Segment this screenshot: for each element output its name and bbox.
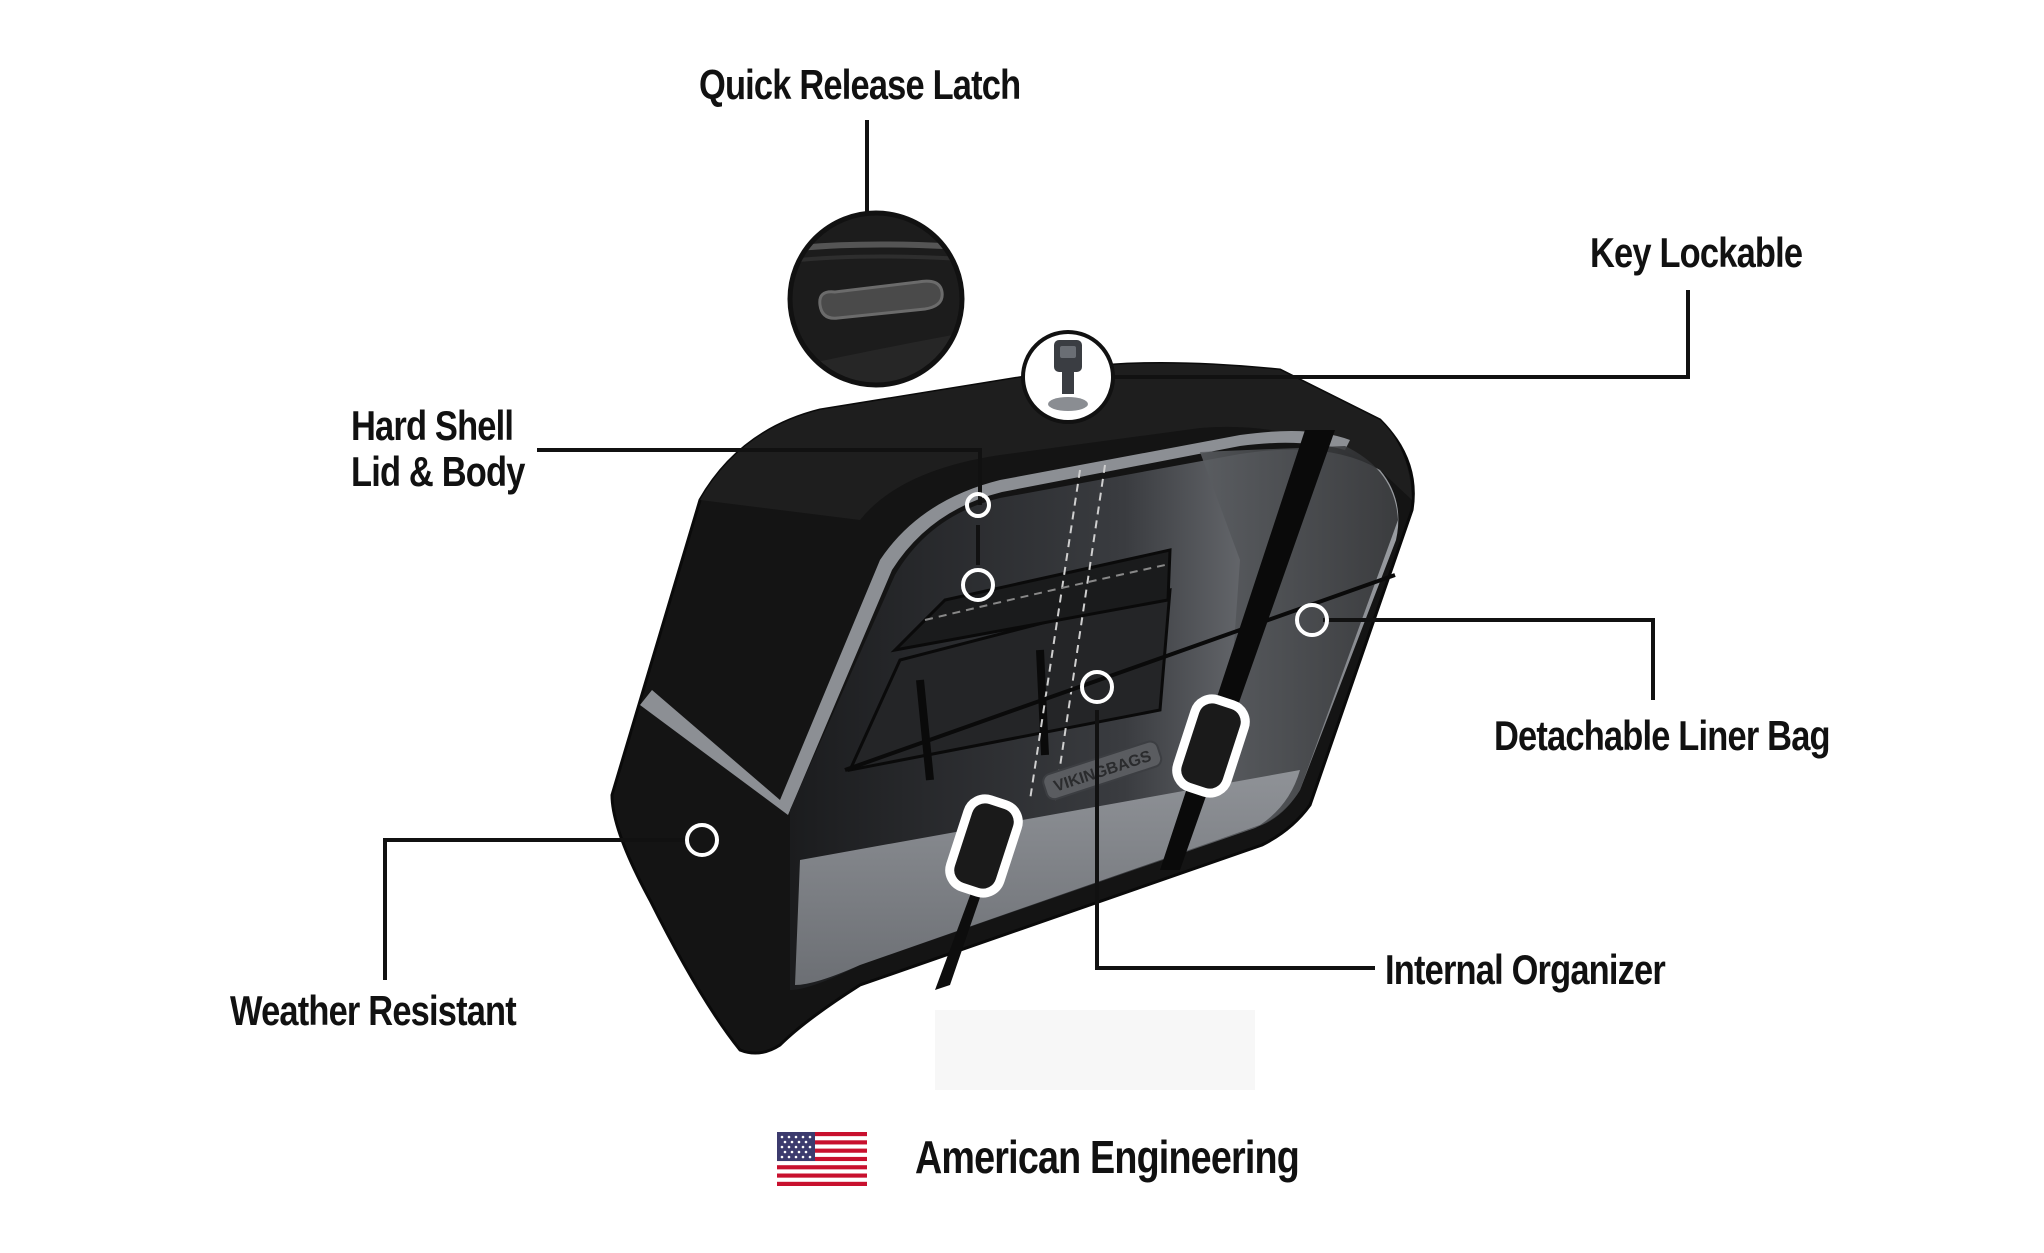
leader-weather [383,838,690,980]
us-flag-icon [777,1132,867,1186]
saddlebag-icon: VIKINGBAGS [610,361,1415,1090]
label-hard-shell: Hard Shell Lid & Body [351,402,525,496]
leader-liner [1323,618,1655,700]
label-weather-resistant: Weather Resistant [230,987,517,1034]
organizer-divider [1036,649,1049,756]
leader-organizer [1095,710,1375,970]
latch-detail-icon [787,210,965,388]
leader-key [1110,290,1690,379]
key-lock-icon [1021,330,1115,424]
bag-shadow [935,1010,1255,1090]
organizer-top [890,548,1172,653]
callout-dot-shell-upper [965,492,991,518]
label-hard-shell-line1: Hard Shell [351,402,514,449]
callout-dot-shell-lower [961,568,995,602]
organizer-divider [916,679,934,781]
bag-side-panel [1200,446,1398,840]
label-detachable-liner-bag: Detachable Liner Bag [1494,712,1831,759]
bag-lid [700,363,1412,520]
bag-floor [795,770,1300,985]
label-american-engineering: American Engineering [915,1131,1300,1183]
buckle-left [945,794,1023,898]
label-key-lockable: Key Lockable [1590,229,1803,276]
organizer-panel [847,588,1172,773]
leader-shell [537,448,982,505]
buckle-right [1172,694,1250,798]
callout-dot-weather [685,823,719,857]
label-internal-organizer: Internal Organizer [1385,946,1666,993]
callout-lines [383,120,1690,980]
stitch-line [1054,464,1106,801]
callout-dot-liner [1295,603,1329,637]
label-quick-release-latch: Quick Release Latch [699,61,1021,108]
stitch-line [924,564,1166,621]
label-hard-shell-line2: Lid & Body [351,448,525,496]
callout-dot-organizer [1080,670,1114,704]
accent-stripe [640,431,1350,815]
